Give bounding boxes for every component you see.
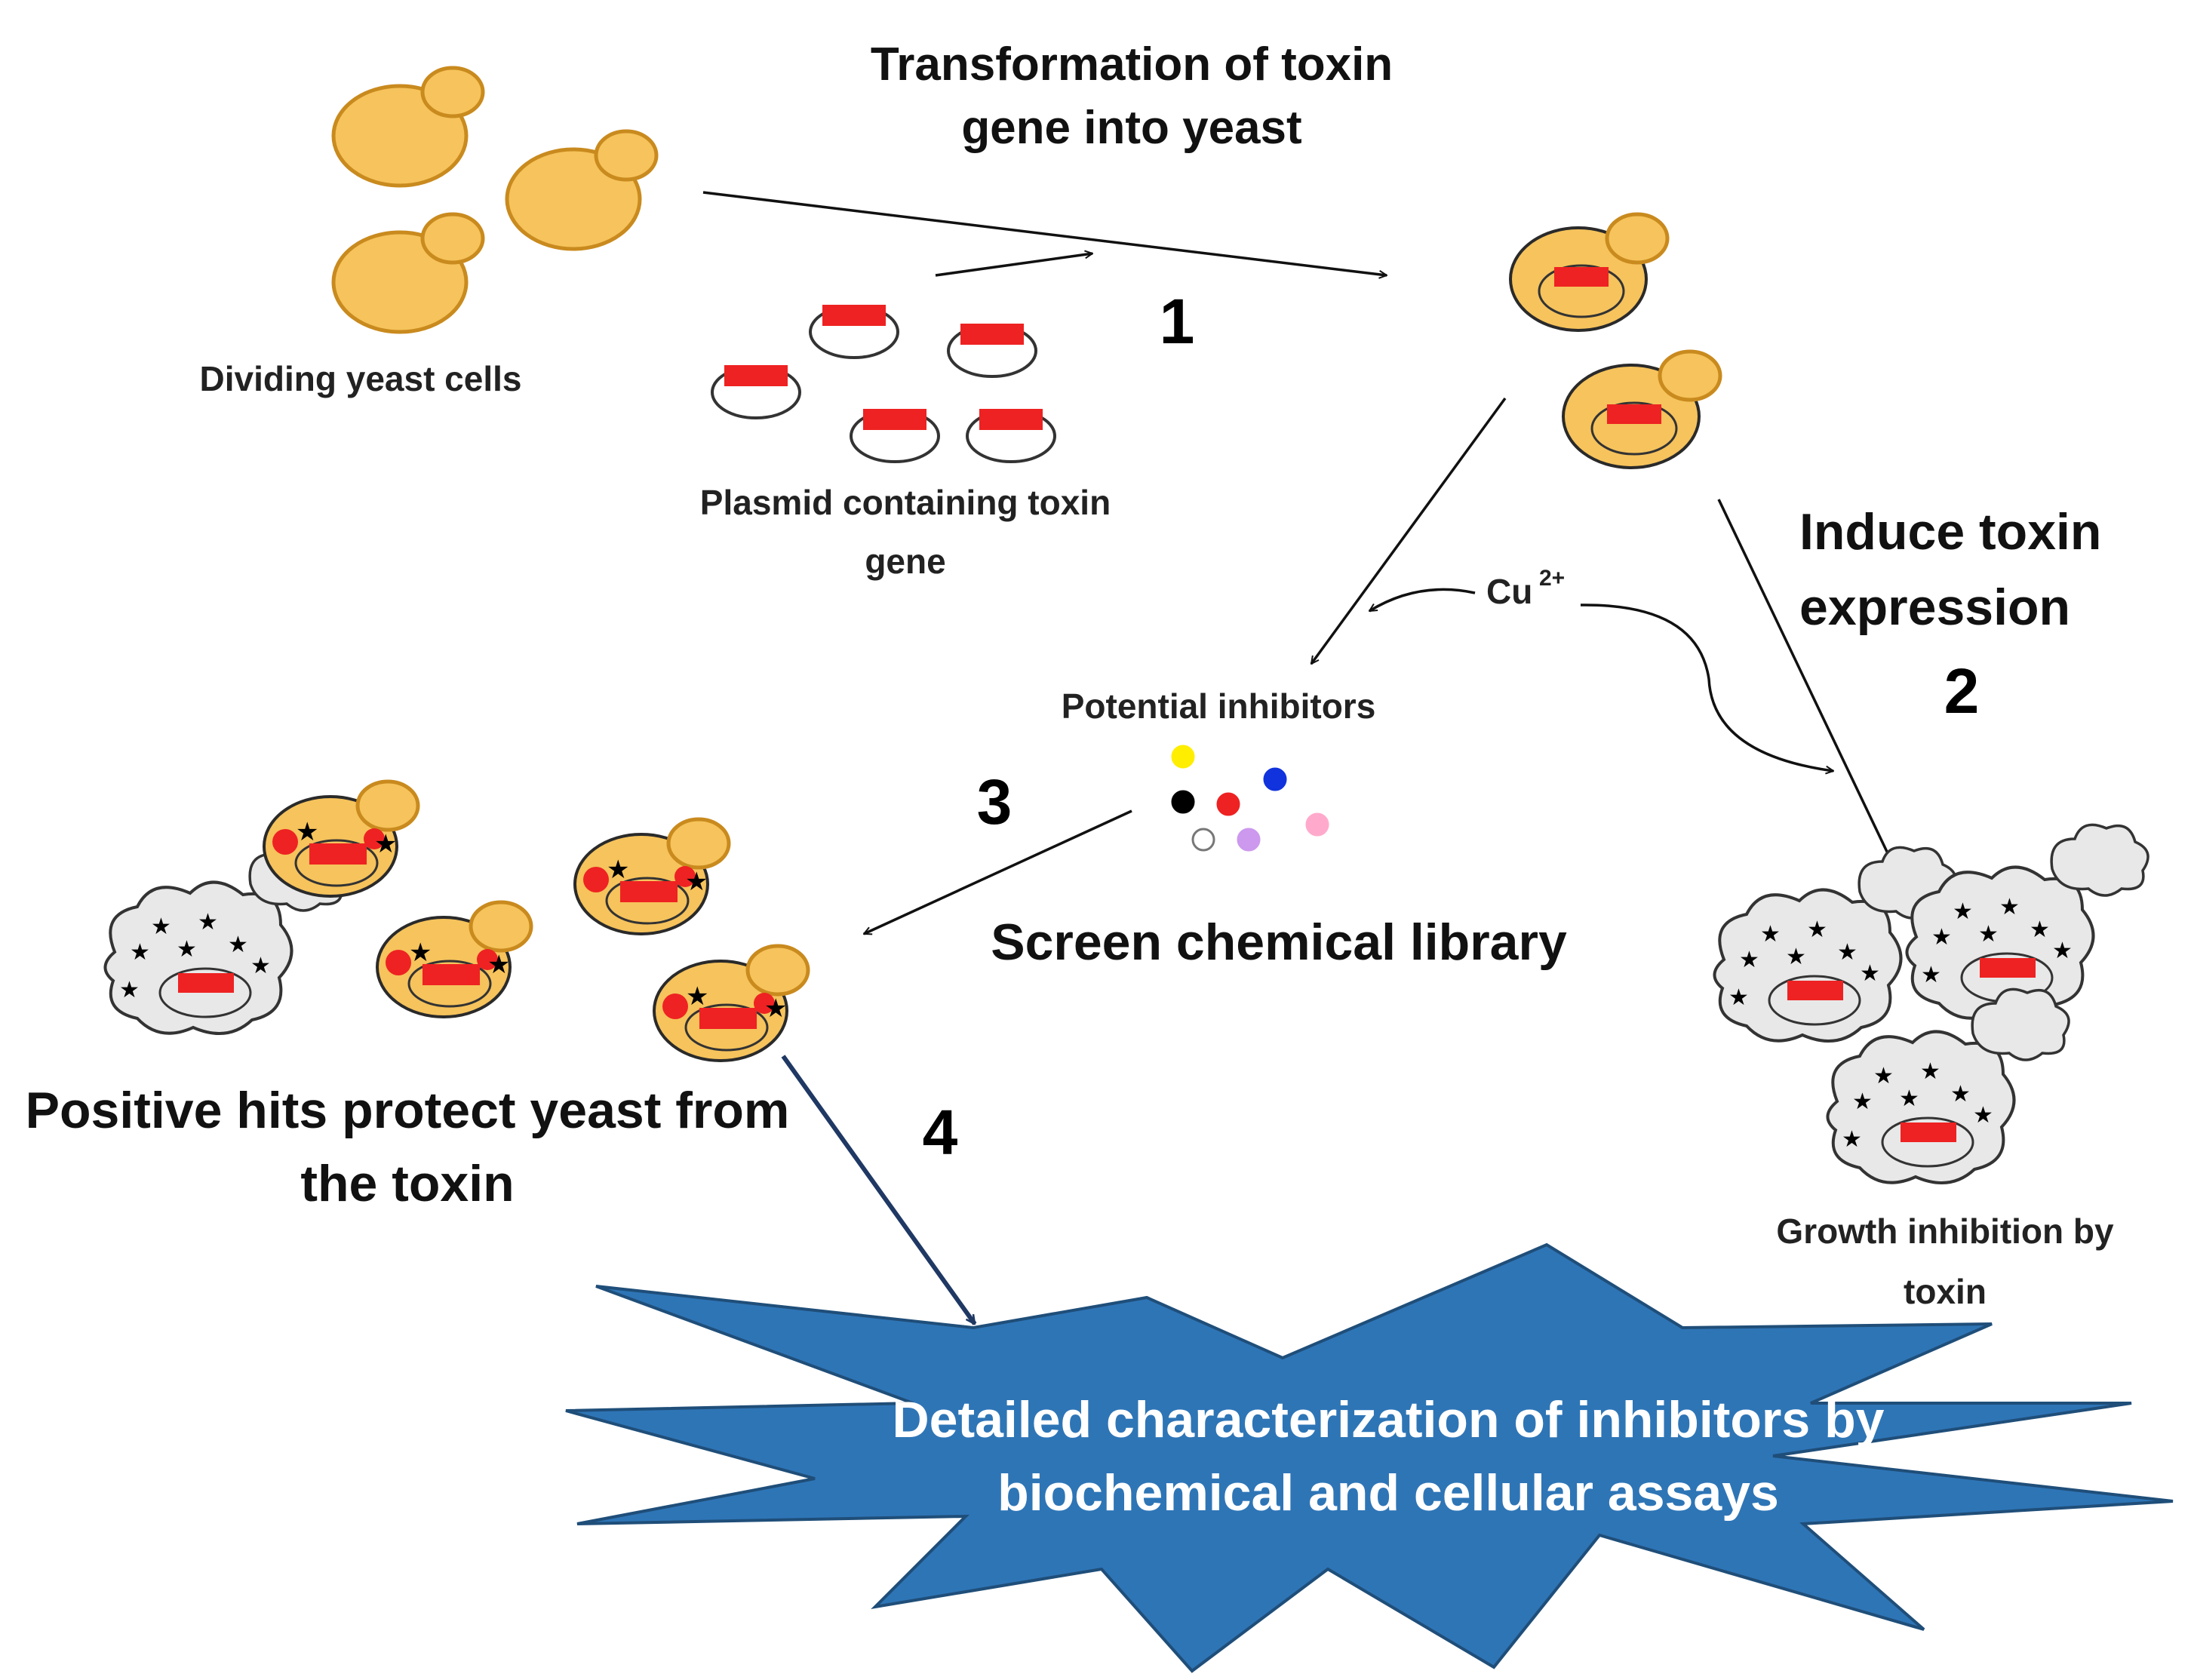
plasmid-label-line-2: gene — [865, 542, 945, 581]
plasmid — [850, 407, 940, 463]
transformed-yeast-cells — [1510, 214, 1720, 468]
arrow-yeast-to-transformed — [702, 191, 1387, 275]
plasmid-label-line-1: Plasmid containing toxin — [700, 483, 1111, 522]
induce-label-line-2: expression — [1799, 579, 2070, 636]
characterization-line-2: biochemical and cellular assays — [997, 1464, 1779, 1522]
arrow-to-characterization — [781, 1055, 977, 1324]
compound-dot — [1237, 828, 1261, 852]
copper-label: Cu — [1486, 572, 1532, 611]
protected-yeast-cell — [377, 902, 531, 1017]
compound-dot — [1171, 790, 1195, 814]
plasmid — [966, 407, 1056, 463]
potential-inhibitors-label: Potential inhibitors — [1062, 686, 1376, 726]
protected-yeast-cell — [264, 782, 418, 896]
dividing-yeast-cells — [333, 68, 656, 332]
arrow-plasmid-merge — [935, 253, 1092, 277]
characterization-starburst — [565, 1242, 2174, 1673]
yeast-cell — [333, 214, 483, 332]
compound-library — [1171, 745, 1329, 852]
compound-dot — [1216, 792, 1240, 816]
compound-dot — [1171, 745, 1195, 769]
title-line-1: Transformation of toxin — [871, 38, 1393, 91]
arrow-induce-expression — [1717, 499, 1897, 869]
growth-inhibition-line-2: toxin — [1904, 1272, 1987, 1311]
induce-label-line-1: Induce toxin — [1799, 503, 2101, 561]
title-line-2: gene into yeast — [961, 102, 1301, 154]
plasmid — [809, 303, 899, 359]
yeast-cell — [507, 131, 656, 249]
step-3: 3 — [977, 766, 1012, 837]
transformed-yeast-cell — [1510, 214, 1667, 330]
step-1: 1 — [1160, 286, 1195, 357]
protected-yeast-cell — [654, 946, 808, 1061]
protected-yeast-cell — [575, 819, 729, 934]
positive-hits-line-1: Positive hits protect yeast from — [26, 1082, 790, 1139]
plasmids — [711, 303, 1056, 463]
compound-dot — [1263, 767, 1287, 791]
dead-yeast-cell — [1905, 823, 2150, 1020]
positive-hits-line-2: the toxin — [300, 1155, 514, 1212]
growth-inhibition-line-1: Growth inhibition by — [1776, 1212, 2114, 1251]
plasmid — [947, 322, 1037, 378]
yeast-cell — [333, 68, 483, 186]
arrow-screen-library — [864, 809, 1132, 935]
characterization-line-1: Detailed characterization of inhibitors … — [893, 1391, 1885, 1448]
compound-dot — [1305, 812, 1329, 837]
screen-library-label: Screen chemical library — [991, 914, 1567, 971]
compound-dot — [1191, 828, 1215, 852]
growth-inhibited-cluster — [1713, 823, 2150, 1184]
step-4: 4 — [923, 1097, 958, 1168]
copper-inducer: Cu 2+ — [1486, 566, 1565, 611]
copper-charge: 2+ — [1539, 566, 1565, 591]
dividing-yeast-label: Dividing yeast cells — [200, 359, 522, 398]
arrow-copper-to-growth — [1580, 604, 1833, 771]
step-2: 2 — [1944, 656, 1980, 726]
arrow-copper-to-inhibitors — [1369, 588, 1476, 613]
transformed-yeast-cell — [1563, 352, 1720, 468]
positive-hits-cluster — [103, 782, 808, 1061]
arrow-to-inhibitors — [1310, 397, 1507, 664]
plasmid — [711, 364, 801, 419]
